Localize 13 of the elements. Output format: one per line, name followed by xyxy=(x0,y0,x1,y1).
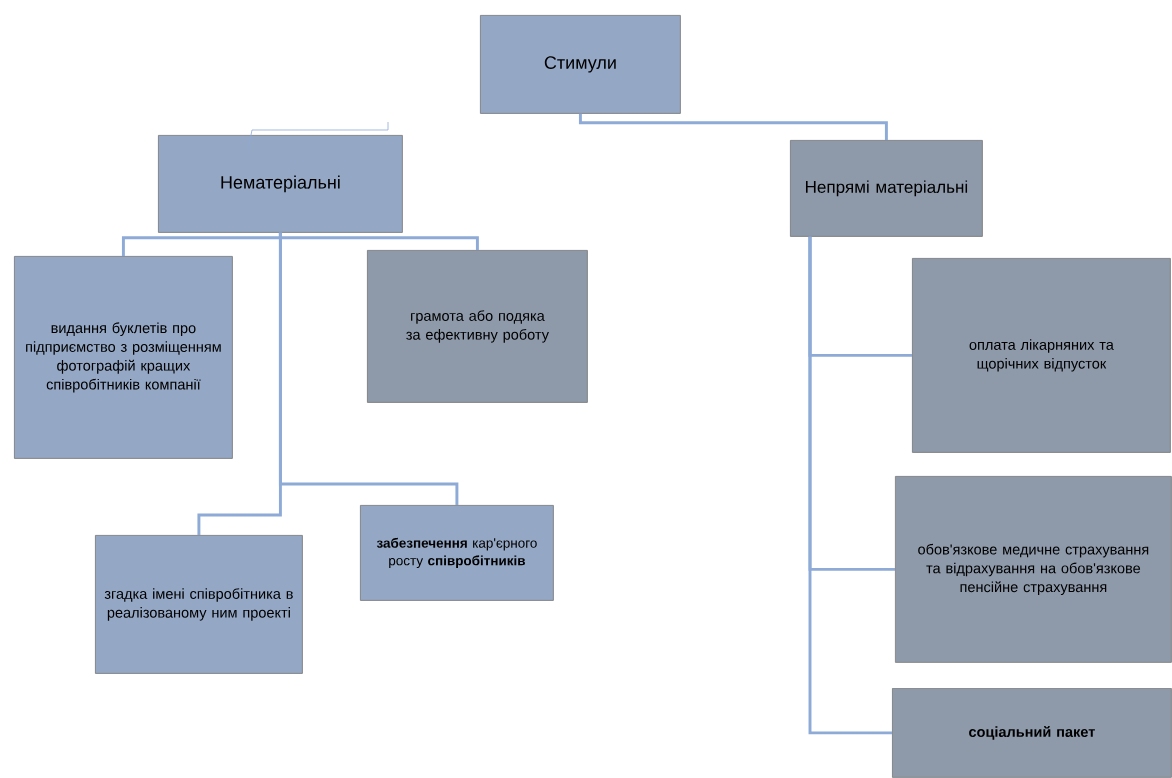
category-box: обов'язкове медичне страхування та відрахування на обов'язкове пенсійне страхування xyxy=(895,476,1172,663)
category-box: Стимули xyxy=(480,15,681,114)
connector-line xyxy=(578,113,888,140)
connector-line xyxy=(808,236,892,735)
category-box: згадка імені співробітника в реалізованому ним проекті xyxy=(95,535,303,674)
category-box: видання буклетів про підприємство з розміщенням фотографій кращих співробітників компанії xyxy=(14,256,233,459)
category-box: Нематеріальні xyxy=(158,135,403,233)
category-box: оплата лікарняних та щорічних відпусток xyxy=(912,258,1171,453)
connector-line xyxy=(278,232,459,505)
category-box: соціальний пакет xyxy=(892,688,1172,778)
category-box: Непрямі матеріальні xyxy=(790,140,983,237)
category-box: грамота або подяка за ефективну роботу xyxy=(367,250,588,403)
category-box: забезпечення кар'єрного росту співробітників xyxy=(360,505,554,601)
